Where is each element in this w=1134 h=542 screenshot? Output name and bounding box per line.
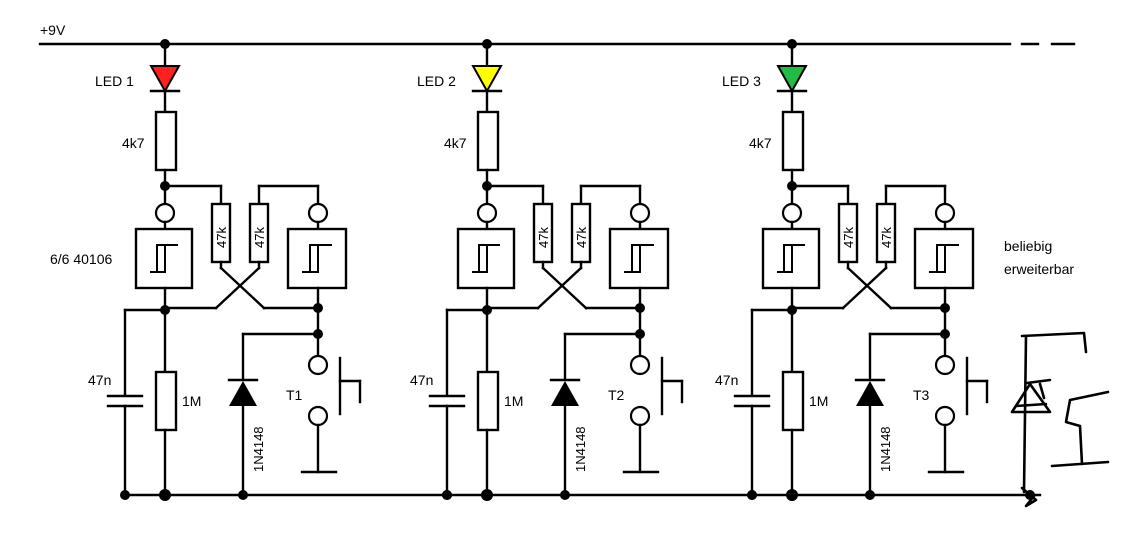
junction-dot (560, 490, 570, 500)
button-3-label: T3 (913, 387, 930, 403)
ground-junction (442, 490, 452, 500)
diode-icon (551, 381, 579, 406)
wire (841, 266, 888, 310)
inverter-b-output-ring (629, 202, 651, 224)
resistor-4k7-label: 4k7 (749, 135, 772, 151)
resistor-47k-a-label: 47k (841, 227, 856, 248)
resistor-1m-label: 1M (504, 393, 523, 409)
inverter-a-output-ring (781, 202, 803, 224)
note-line-2: erweiterbar (1004, 261, 1074, 277)
wire (536, 266, 583, 310)
diode-icon (856, 381, 884, 406)
led-2-label: LED 2 (417, 73, 456, 89)
led-3-label: LED 3 (722, 73, 761, 89)
stage-1: LED 1 4k7 47k 47k 47n 1M 1N4148 T1 (88, 39, 362, 501)
capacitor-label: 47n (715, 372, 738, 388)
junction-dot (481, 489, 493, 501)
junction-dot (120, 490, 130, 500)
hysteresis-icon (777, 244, 805, 273)
resistor-1m (781, 370, 805, 432)
led-1-label: LED 1 (95, 73, 134, 89)
button-contact-ring (307, 405, 329, 427)
inverter-a-output-ring (476, 202, 498, 224)
diode-label: 1N4148 (573, 426, 588, 472)
hysteresis-icon (150, 244, 178, 273)
led-1-icon (149, 65, 181, 94)
resistor-4k7 (476, 110, 500, 172)
inverter-a-output-ring (154, 202, 176, 224)
capacitor-label: 47n (88, 372, 111, 388)
button-contact-ring (629, 405, 651, 427)
resistor-1m-label: 1M (809, 393, 828, 409)
button-2-label: T2 (608, 387, 625, 403)
button-contact-ring (934, 354, 956, 376)
resistor-47k-b-label: 47k (879, 227, 894, 248)
inverter-b-output-ring (934, 202, 956, 224)
stages: LED 1 4k7 47k 47k 47n 1M 1N4148 T1 LED 2 4k7 47k 47… (88, 39, 1035, 501)
button-contact-ring (629, 354, 651, 376)
junction-dot (238, 490, 248, 500)
junction-dot (786, 489, 798, 501)
resistor-4k7-label: 4k7 (444, 135, 467, 151)
junction-dot (159, 489, 171, 501)
hysteresis-icon (472, 244, 500, 273)
led-2-icon (471, 65, 503, 94)
button-contact-ring (934, 405, 956, 427)
ground-junction (747, 490, 757, 500)
resistor-47k-a-label: 47k (536, 227, 551, 248)
wire (214, 266, 261, 310)
wire (846, 266, 893, 310)
resistor-1m (154, 370, 178, 432)
resistor-1m-label: 1M (182, 393, 201, 409)
junction-dot (865, 490, 875, 500)
hysteresis-icon (624, 244, 654, 273)
ic-label: 6/6 40106 (50, 251, 112, 267)
button-1-label: T1 (286, 387, 303, 403)
resistor-4k7 (781, 110, 805, 172)
resistor-47k-b-label: 47k (574, 227, 589, 248)
resistor-4k7-label: 4k7 (122, 135, 145, 151)
resistor-47k-a-label: 47k (214, 227, 229, 248)
hysteresis-icon (302, 244, 332, 273)
inverter-b-output-ring (307, 202, 329, 224)
diode-label: 1N4148 (878, 426, 893, 472)
hysteresis-icon (929, 244, 959, 273)
note-line-1: beliebig (1004, 238, 1052, 254)
resistor-47k-b-label: 47k (252, 227, 267, 248)
hand-sketch (1010, 331, 1110, 508)
stage-3: LED 3 4k7 47k 47k 47n 1M 1N4148 T3 (715, 39, 989, 501)
led-3-icon (776, 65, 808, 94)
resistor-1m (476, 370, 500, 432)
diode-label: 1N4148 (251, 426, 266, 472)
wire (219, 266, 266, 310)
supply-label: +9V (40, 22, 66, 38)
stage-2: LED 2 4k7 47k 47k 47n 1M 1N4148 T2 (410, 39, 684, 501)
resistor-4k7 (154, 110, 178, 172)
capacitor-label: 47n (410, 372, 433, 388)
button-contact-ring (307, 354, 329, 376)
diode-icon (229, 381, 257, 406)
wire (541, 266, 588, 310)
